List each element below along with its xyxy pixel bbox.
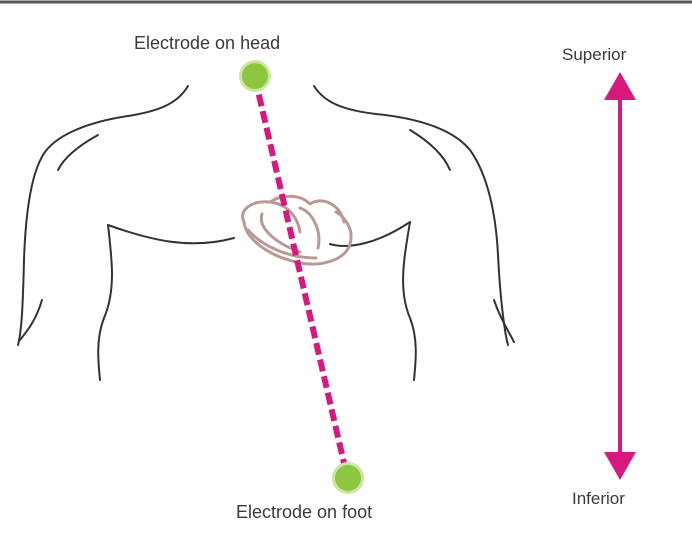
electrode-head-icon: [239, 60, 271, 92]
lead-line: [255, 78, 347, 476]
electrode-foot-label: Electrode on foot: [236, 502, 372, 523]
electrode-foot-icon: [332, 462, 364, 494]
superior-label: Superior: [562, 45, 626, 65]
inferior-label: Inferior: [572, 489, 625, 509]
electrode-head-label: Electrode on head: [134, 33, 280, 54]
double-arrow-icon: [604, 72, 636, 480]
